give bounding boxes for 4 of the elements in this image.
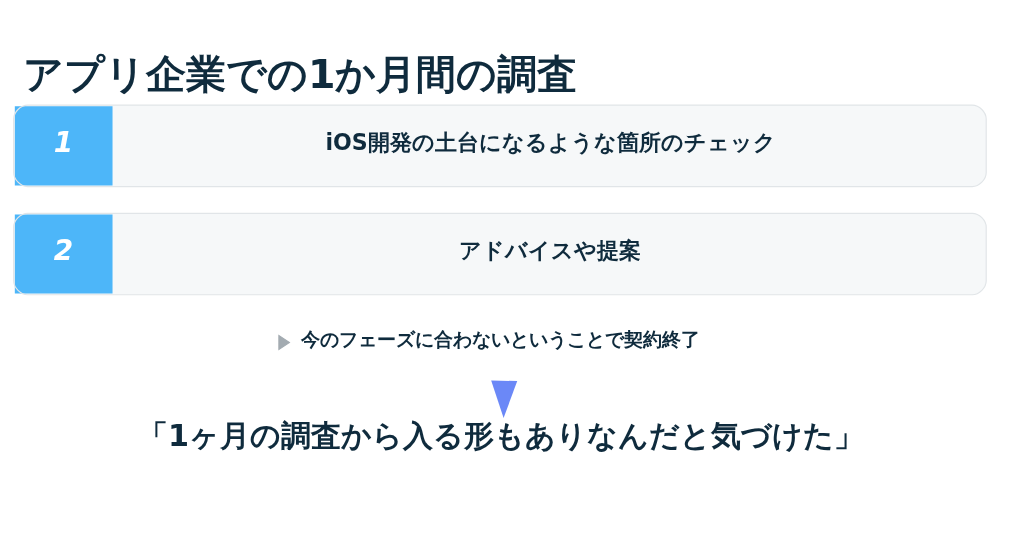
node-text: 今のフェーズに合わないということで契約終了 — [300, 328, 700, 350]
node-text: 「1ヶ月の調査から入る形もありなんだと気づけた」 — [137, 417, 864, 453]
arrow — [490, 380, 517, 418]
diagram-title: アプリ企業での1か月間の調査 — [22, 50, 577, 97]
